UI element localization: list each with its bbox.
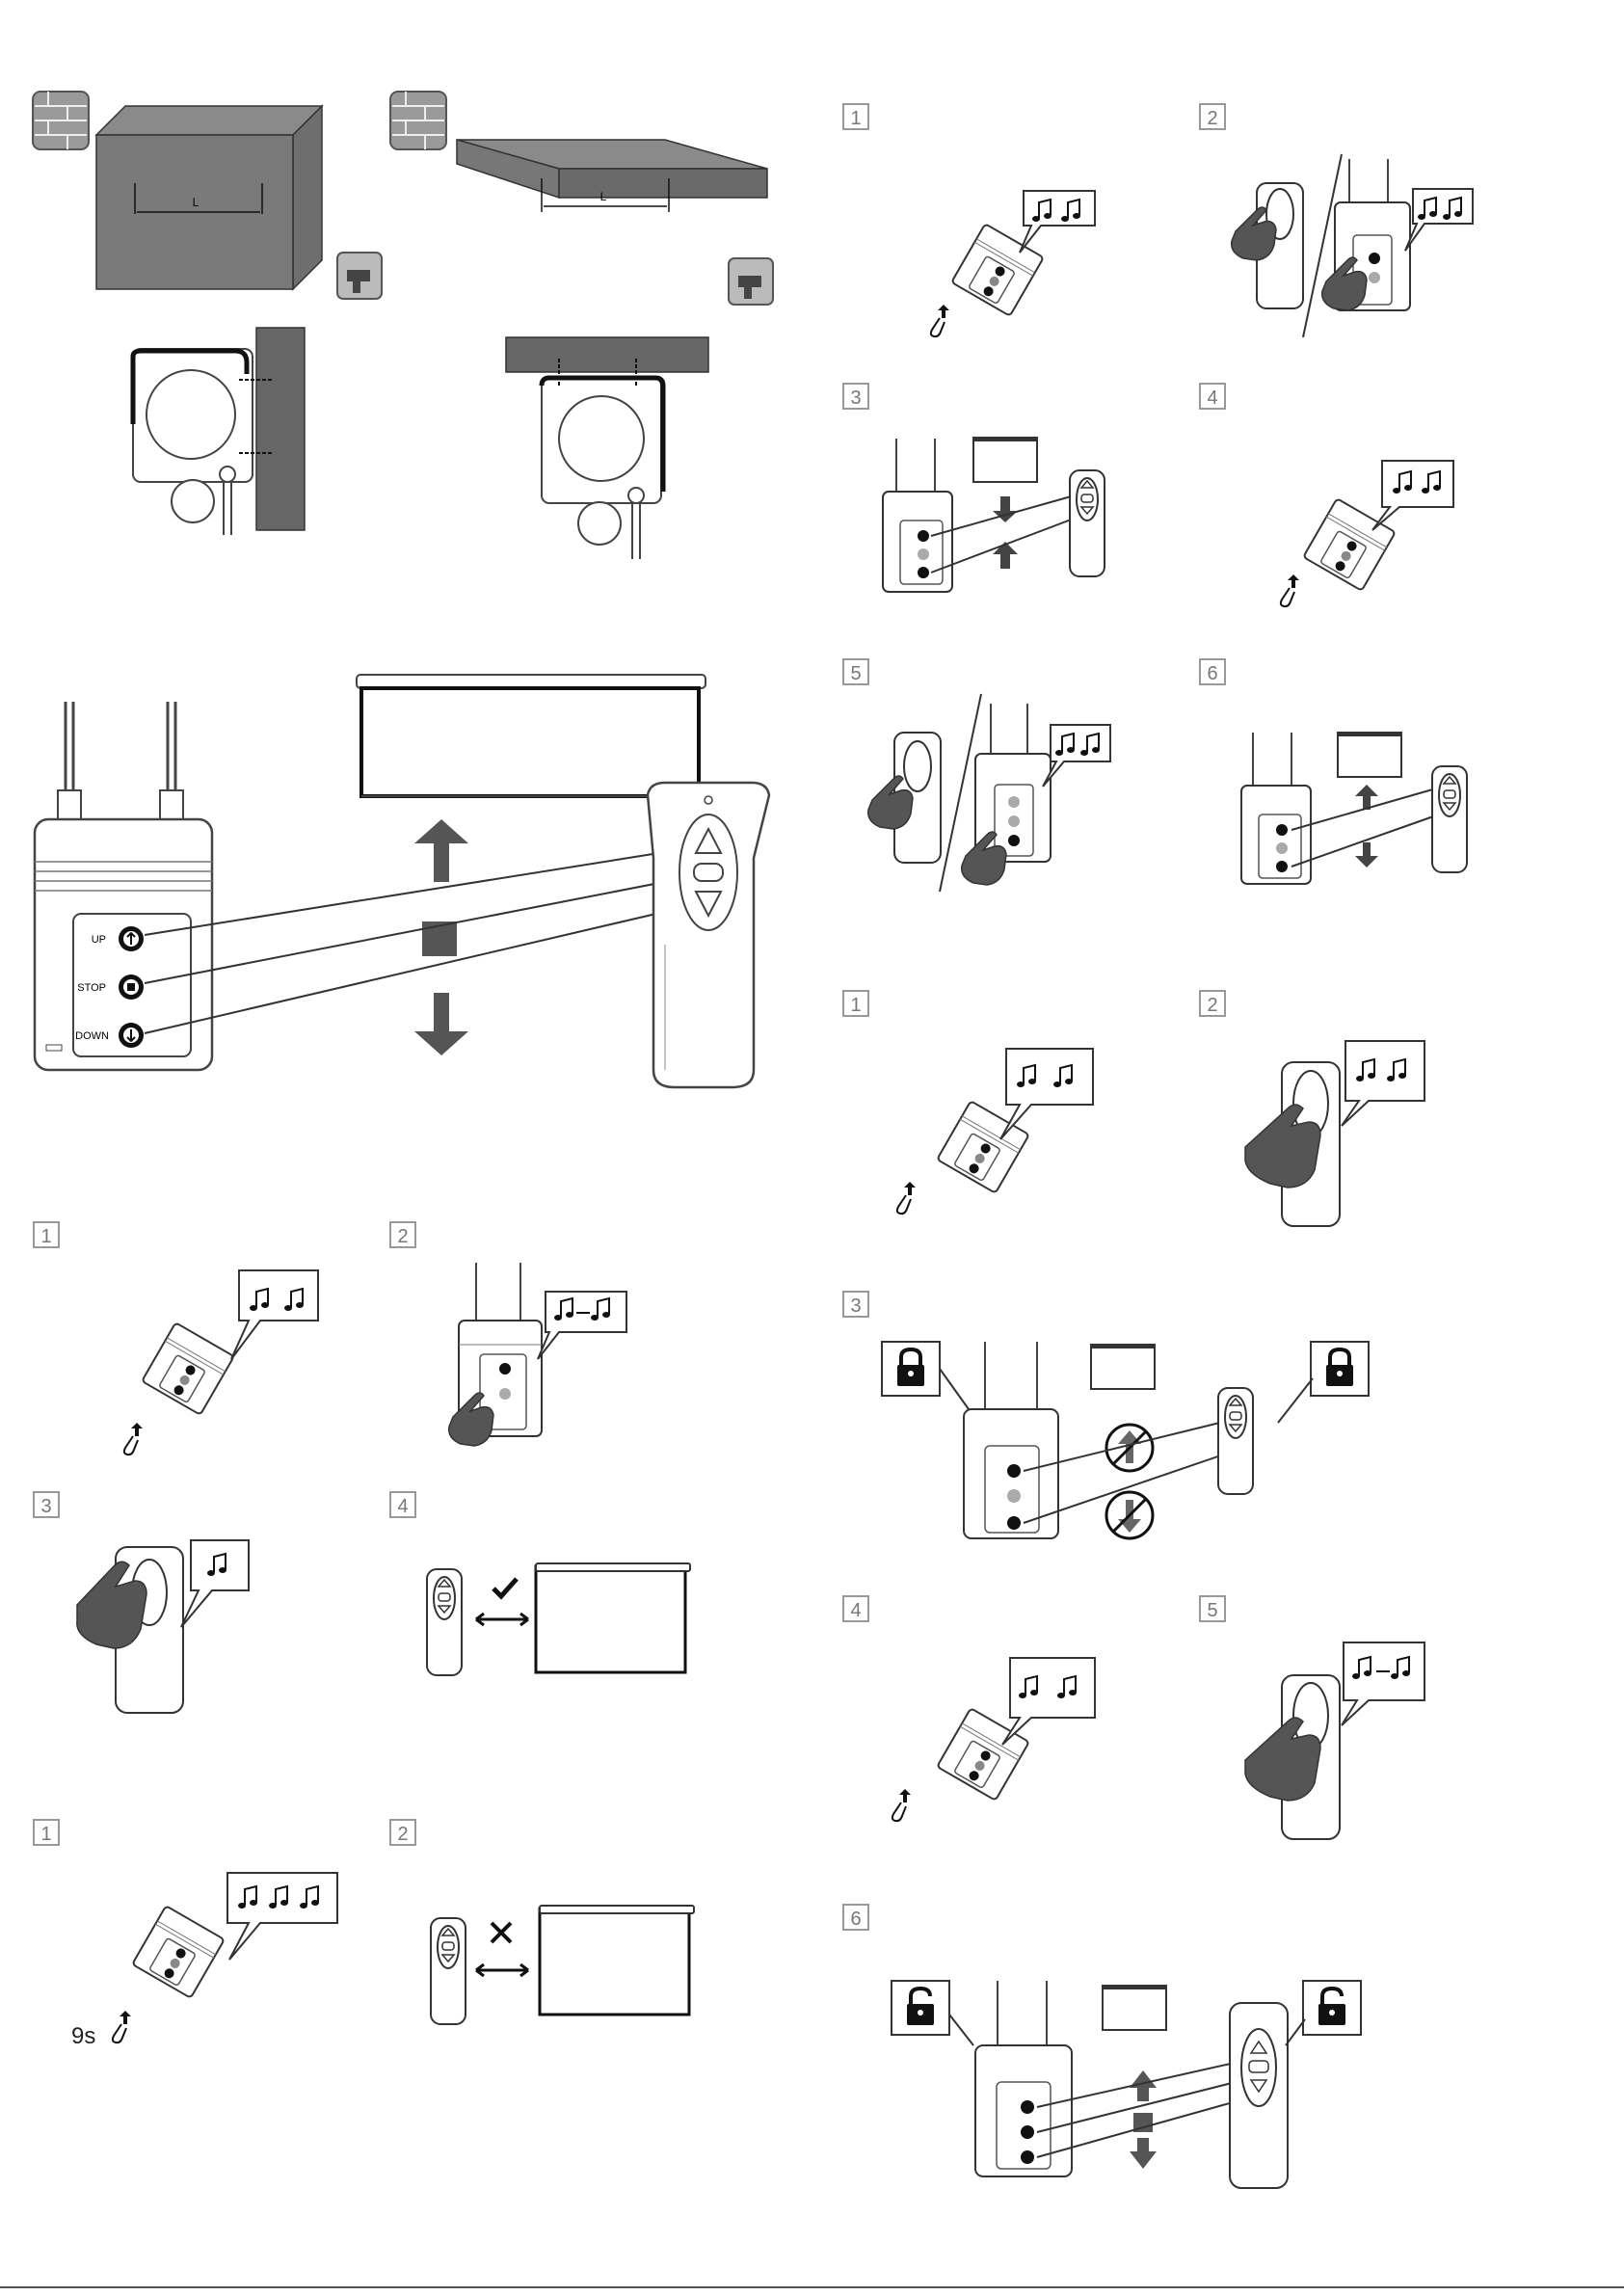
step-number-text: 3 [850,1295,861,1317]
delete-section: 1 9s 2 [34,1820,694,2049]
label-up: UP [92,934,106,946]
cross-icon [492,1923,511,1942]
remote-control [648,783,769,1087]
hold-time-label: 9s [71,2023,95,2049]
overview-diagram: UP STOP DOWN [35,675,769,1087]
step-number-2: 2 [390,1820,415,1845]
padlock-open-icon [892,1981,949,2035]
up-button[interactable] [119,926,144,951]
brick-wall-icon [33,92,89,149]
remote-stop-button[interactable] [694,864,723,881]
step-number-6: 6 [1200,659,1225,684]
step-number-text: 1 [40,1824,51,1845]
step-number-text: 1 [850,108,861,129]
step-number-text: 4 [1207,387,1217,409]
step-number-text: 3 [40,1496,51,1517]
step-number-2: 2 [390,1222,415,1247]
step-number-text: 6 [1207,663,1217,684]
step-number-5: 5 [843,659,868,684]
step-number-text: 6 [850,1909,861,1930]
step-number-1: 1 [34,1820,59,1845]
label-stop: STOP [77,982,106,994]
step-number-2: 2 [1200,104,1225,129]
step-number-text: 4 [397,1496,408,1517]
step-number-3: 3 [843,384,868,409]
step-number-text: 2 [397,1226,408,1247]
step-number-3: 3 [843,1292,868,1317]
step-number-text: 5 [1207,1600,1217,1621]
drill-icon [337,253,382,299]
dimension-label-l: L [193,196,200,209]
step-number-6: 6 [843,1905,868,1930]
check-icon [493,1579,517,1596]
add-remote-section: 1 2 3 [843,104,1473,892]
step-number-4: 4 [1200,384,1225,409]
step-number-3: 3 [34,1492,59,1517]
step-number-1: 1 [843,104,868,129]
step-number-4: 4 [843,1596,868,1621]
padlock-closed-icon [882,1342,940,1396]
installation-wall-mount: L [33,92,382,535]
installation-ceiling-mount: L [390,92,773,559]
step-number-text: 2 [397,1824,408,1845]
step-number-text: 2 [1207,108,1217,129]
step-number-2: 2 [1200,991,1225,1016]
step-number-text: 2 [1207,995,1217,1016]
step-number-1: 1 [843,991,868,1016]
step-number-4: 4 [390,1492,415,1517]
dimension-label-l: L [600,190,607,203]
page-bottom-rule [0,2286,1624,2288]
step-number-text: 1 [850,995,861,1016]
lock-section: 1 2 3 [843,991,1424,2188]
no-up-icon [1106,1425,1153,1471]
pair-section: 1 2 3 4 [34,1222,690,1713]
down-button[interactable] [119,1023,144,1048]
arrow-down-icon [414,993,468,1055]
projection-screen [357,675,706,796]
step-number-text: 4 [850,1600,861,1621]
step-number-text: 5 [850,663,861,684]
step-number-1: 1 [34,1222,59,1247]
drill-icon [729,258,773,305]
stop-button[interactable] [119,974,144,1000]
brick-wall-icon [390,92,446,149]
arrow-up-icon [414,819,468,882]
step-number-text: 3 [850,387,861,409]
label-down: DOWN [75,1030,109,1042]
step-number-text: 1 [40,1226,51,1247]
padlock-open-icon [1303,1981,1361,2035]
no-down-icon [1106,1492,1153,1538]
padlock-closed-icon [1311,1342,1369,1396]
step-number-5: 5 [1200,1596,1225,1621]
